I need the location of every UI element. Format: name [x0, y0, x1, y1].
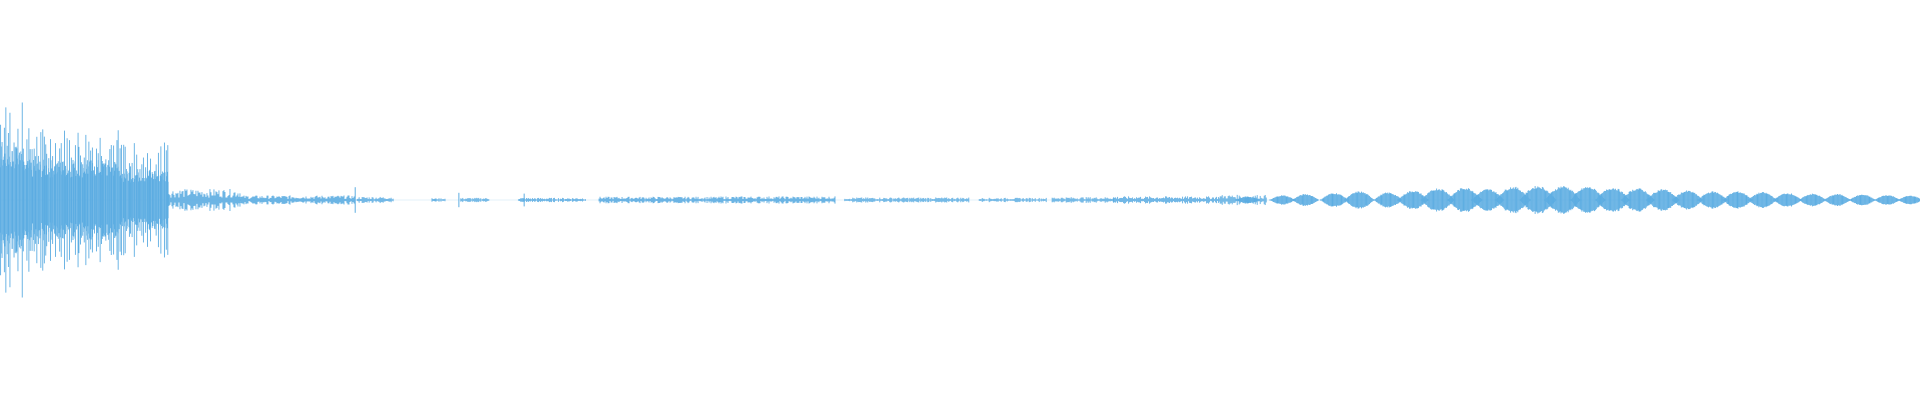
waveform-samples [0, 102, 1920, 298]
